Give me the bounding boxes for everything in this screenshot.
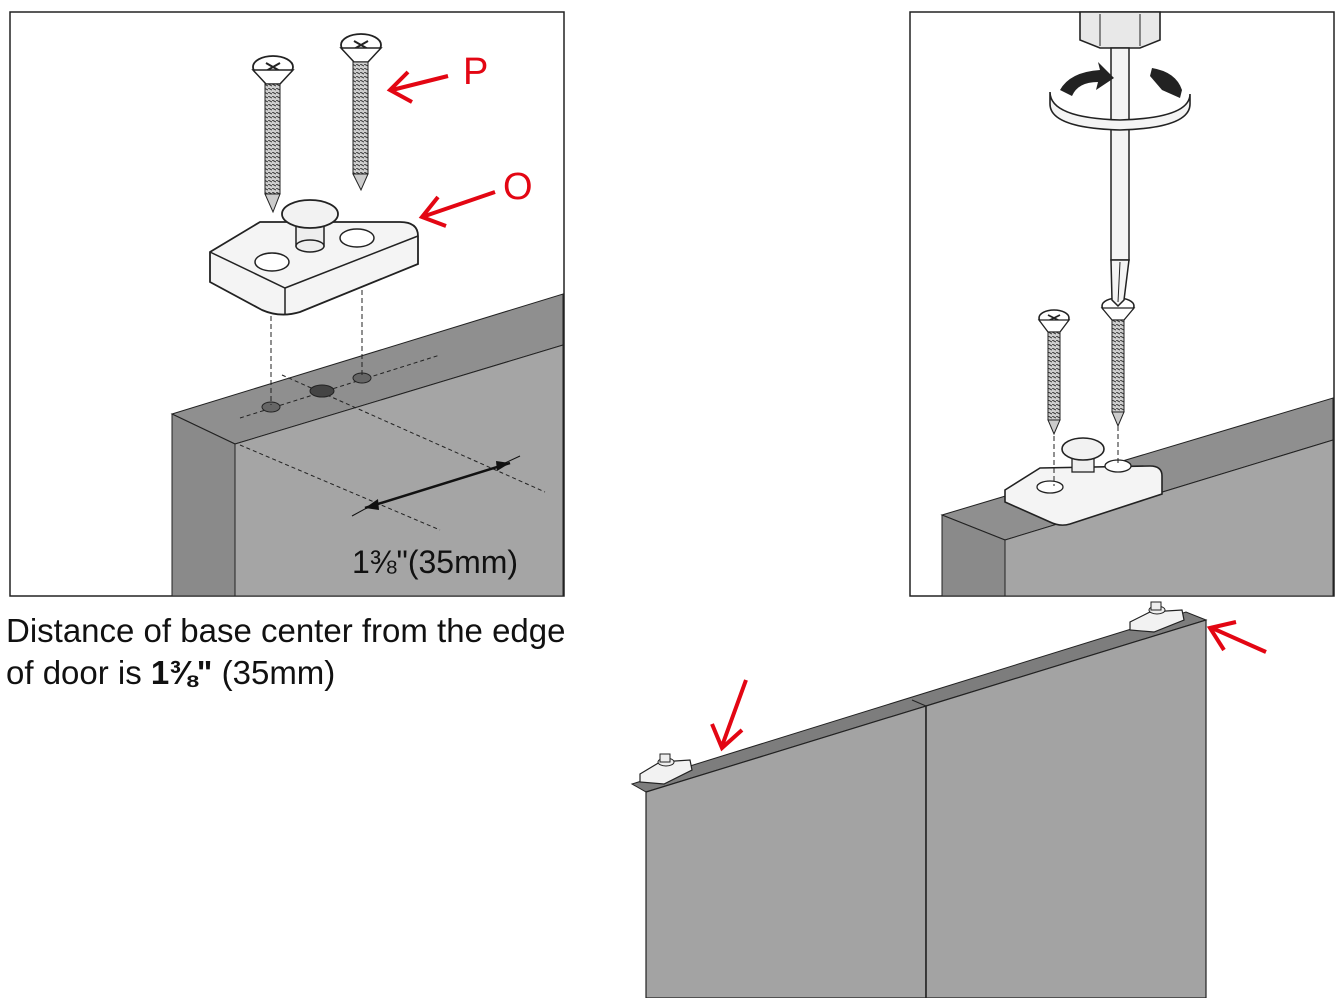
- caption-line-2-suffix: (35mm): [212, 654, 336, 691]
- door-face-right: [925, 619, 1207, 998]
- screw-icon: [339, 33, 383, 192]
- base-label: O: [503, 166, 533, 208]
- screw-icon: [1100, 297, 1136, 428]
- caption-line-2-prefix: of door is: [6, 654, 151, 691]
- screwdriver-icon: [1079, 11, 1161, 308]
- screw-icon: [251, 55, 295, 214]
- red-arrow-icon: [710, 679, 748, 752]
- caption-fraction: 1⅜": [150, 654, 213, 691]
- base-plate-icon: [1129, 601, 1185, 633]
- door-face-left: [645, 705, 927, 998]
- red-arrow-icon: [386, 70, 449, 104]
- base-plate-icon: [209, 199, 419, 316]
- red-arrow-icon: [418, 190, 496, 228]
- base-plate-icon: [1004, 437, 1163, 526]
- instruction-caption: Distance of base center from the edge of…: [6, 610, 566, 694]
- base-plate-icon: [639, 753, 693, 785]
- red-arrow-icon: [1206, 620, 1267, 654]
- dimension-label: 1⅜"(35mm): [352, 544, 518, 580]
- door-face: [234, 344, 564, 597]
- caption-line-2: of door is 1⅜" (35mm): [6, 652, 566, 694]
- rotation-arrow-icon: [1049, 62, 1191, 131]
- screw-label: P: [463, 51, 488, 93]
- caption-line-1: Distance of base center from the edge: [6, 612, 566, 649]
- door-face: [1004, 439, 1334, 597]
- panel-screwdriver-install: [909, 11, 1335, 597]
- screw-icon: [1037, 309, 1071, 436]
- panel-door-overview: [630, 601, 1267, 998]
- door-edge: [171, 413, 236, 597]
- panel-mounting-detail: P O 1⅜"(35mm): [9, 11, 565, 597]
